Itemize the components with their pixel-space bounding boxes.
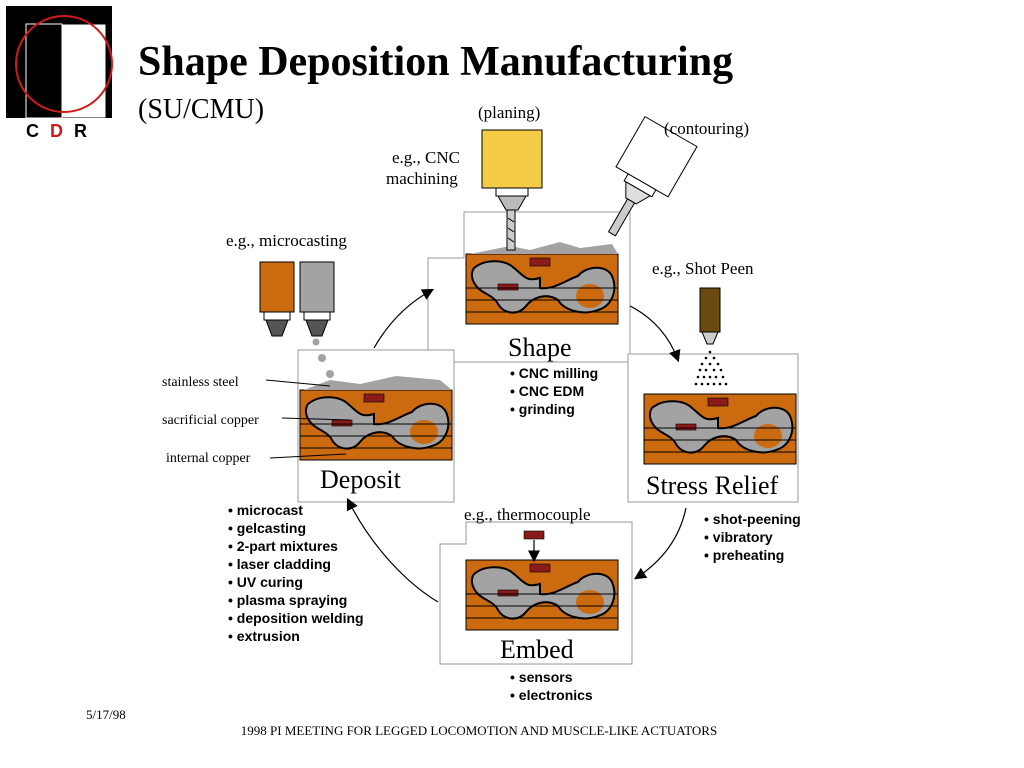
deposit-bullet: extrusion bbox=[228, 627, 364, 645]
shape-bullet: CNC milling bbox=[510, 364, 598, 382]
contouring-tool bbox=[607, 115, 698, 237]
cdr-logo: C D R bbox=[4, 6, 116, 146]
stress-relief-part bbox=[643, 393, 797, 465]
deposit-bullet: laser cladding bbox=[228, 555, 364, 573]
deposit-bullet: deposition welding bbox=[228, 609, 364, 627]
deposit-bullet: microcast bbox=[228, 501, 364, 519]
stage-label-shape: Shape bbox=[508, 333, 572, 362]
planing-label: (planing) bbox=[478, 103, 540, 122]
stress-relief-bullet: shot-peening bbox=[704, 510, 801, 528]
arrow-deposit-to-shape bbox=[373, 288, 435, 349]
logo-letter-r: R bbox=[74, 121, 87, 141]
deposit-bullet: UV curing bbox=[228, 573, 364, 591]
footer-date: 5/17/98 bbox=[86, 707, 126, 722]
deposit-example: e.g., microcasting bbox=[226, 231, 347, 250]
planing-tool-body bbox=[481, 129, 543, 189]
shape-example-line1: e.g., CNC bbox=[392, 148, 460, 167]
logo-circle bbox=[15, 15, 113, 113]
deposit-bullet: plasma spraying bbox=[228, 591, 364, 609]
deposit-bullet: gelcasting bbox=[228, 519, 364, 537]
arrow-stress-relief-to-embed bbox=[633, 507, 687, 580]
stage-label-deposit: Deposit bbox=[320, 465, 402, 494]
embed-bullet: sensors bbox=[510, 668, 593, 686]
microcasting-nozzle-gray bbox=[299, 261, 335, 313]
callout-internal-copper: internal copper bbox=[166, 451, 251, 466]
embed-example: e.g., thermocouple bbox=[464, 505, 591, 524]
deposit-bullet: 2-part mixtures bbox=[228, 537, 364, 555]
embed-bullet: electronics bbox=[510, 686, 593, 704]
thermocouple bbox=[523, 530, 545, 540]
stress-relief-bullets: shot-peening vibratory preheating bbox=[704, 510, 801, 564]
stress-relief-example: e.g., Shot Peen bbox=[652, 259, 754, 278]
deposit-part bbox=[299, 389, 453, 461]
shape-bullet: grinding bbox=[510, 400, 598, 418]
stress-relief-bullet: preheating bbox=[704, 546, 801, 564]
callout-stainless-steel: stainless steel bbox=[162, 375, 239, 390]
microcasting-nozzle-orange bbox=[259, 261, 295, 313]
slide-title: Shape Deposition Manufacturing bbox=[138, 39, 734, 85]
shot-peen-tool bbox=[699, 287, 721, 333]
shape-bullets: CNC milling CNC EDM grinding bbox=[510, 364, 598, 418]
stage-label-embed: Embed bbox=[500, 635, 574, 664]
shape-part bbox=[465, 253, 619, 325]
embed-part bbox=[465, 559, 619, 631]
shape-example-line2: machining bbox=[386, 169, 458, 188]
logo-letter-d: D bbox=[50, 121, 63, 141]
footer-text: 1998 PI MEETING FOR LEGGED LOCOMOTION AN… bbox=[240, 723, 718, 738]
callout-sacrificial-copper: sacrificial copper bbox=[162, 413, 259, 428]
contouring-label: (contouring) bbox=[664, 119, 749, 138]
stage-label-stress-relief: Stress Relief bbox=[646, 471, 778, 500]
arrow-shape-to-stress-relief bbox=[629, 305, 681, 363]
slide-subtitle: (SU/CMU) bbox=[138, 94, 265, 125]
logo-letter-c: C bbox=[26, 121, 39, 141]
stress-relief-bullet: vibratory bbox=[704, 528, 801, 546]
embed-bullets: sensors electronics bbox=[510, 668, 593, 704]
deposit-bullets: microcast gelcasting 2-part mixtures las… bbox=[228, 501, 364, 645]
shape-bullet: CNC EDM bbox=[510, 382, 598, 400]
